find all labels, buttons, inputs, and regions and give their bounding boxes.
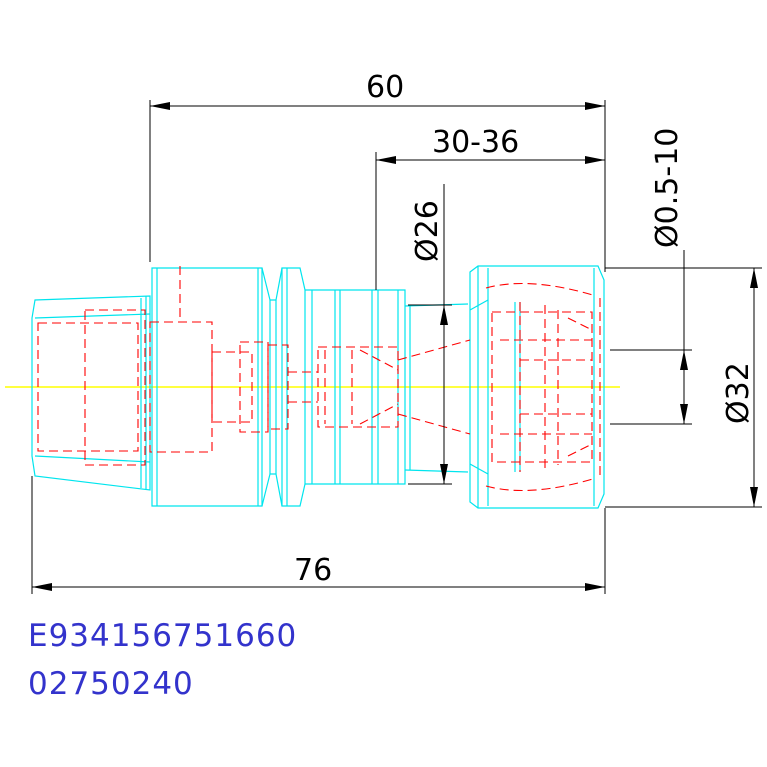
dim-nut-diameter: Ø32 [721,362,756,424]
part-code-line-1: E934156751660 [28,618,297,654]
dim-total-length: 76 [294,553,332,588]
dim-overall-length: 60 [366,70,404,105]
dim-shank-diameter: Ø26 [410,200,445,262]
dim-bore-range: Ø0.5-10 [650,128,685,248]
dim-clamping-range: 30-36 [432,125,519,160]
part-code-line-2: 02750240 [28,666,194,702]
part-outline [31,265,605,509]
hidden-lines [37,266,601,492]
dimension-lines [31,100,762,594]
